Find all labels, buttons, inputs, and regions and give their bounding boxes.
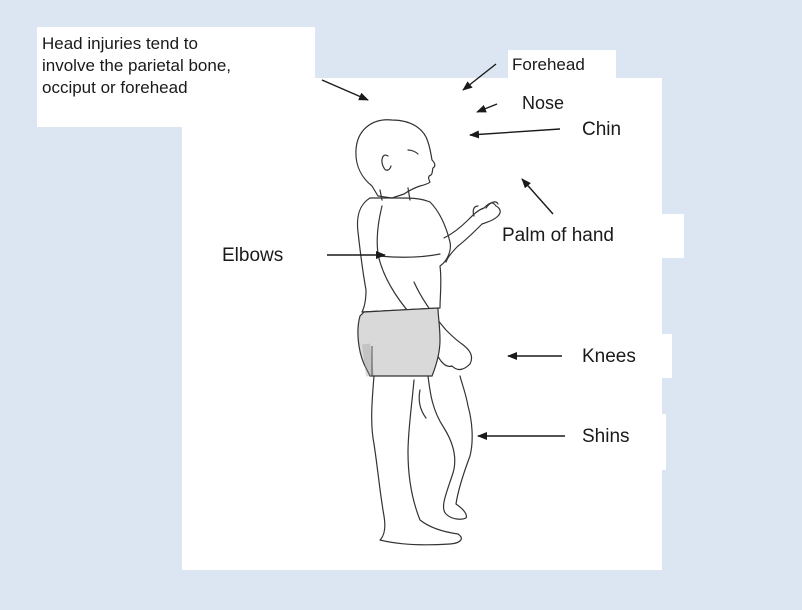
label-chin: Chin — [582, 118, 621, 142]
note-line: involve the parietal bone, — [42, 55, 312, 77]
note-line: Head injuries tend to — [42, 33, 312, 55]
label-palm-of-hand: Palm of hand — [502, 224, 614, 248]
forehead-arrow — [463, 64, 496, 90]
note-arrow — [322, 80, 368, 100]
label-knees: Knees — [582, 345, 636, 369]
head-injury-note: Head injuries tend to involve the pariet… — [42, 33, 312, 98]
label-forehead: Forehead — [512, 54, 585, 75]
nose-arrow — [477, 104, 497, 112]
palm-arrow — [522, 179, 553, 214]
note-line: occiput or forehead — [42, 77, 312, 99]
label-nose: Nose — [522, 92, 564, 115]
label-elbows: Elbows — [222, 244, 283, 268]
chin-arrow — [470, 129, 560, 135]
label-shins: Shins — [582, 425, 630, 449]
